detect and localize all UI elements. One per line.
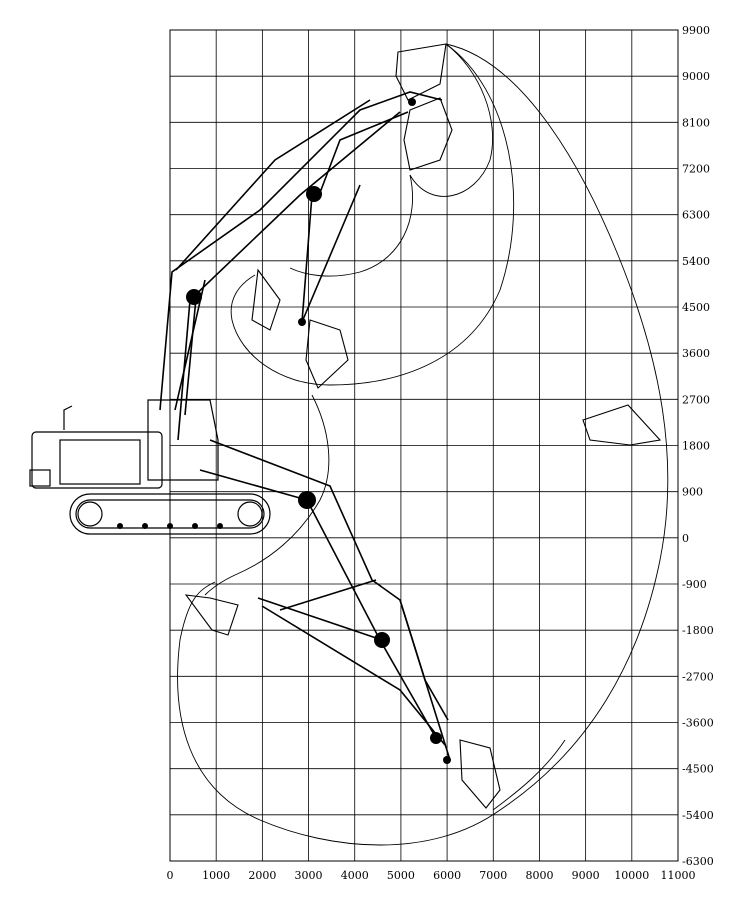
boom-raised-upper-rail <box>175 99 371 271</box>
y-tick-label: 4500 <box>682 301 710 314</box>
undercarriage <box>69 493 271 535</box>
y-tick-label: -5400 <box>682 809 714 822</box>
track-roller <box>167 523 173 529</box>
bucket-upper-position <box>403 97 453 171</box>
sprocket-wheel <box>237 501 263 527</box>
upper-bucket-arc <box>409 43 494 197</box>
x-tick-label: 7000 <box>479 869 507 882</box>
y-tick-label: -1800 <box>682 624 714 637</box>
idler-wheel <box>77 501 103 527</box>
reach-envelope <box>177 43 669 846</box>
bucket-far-reach <box>582 404 662 446</box>
track-roller <box>142 523 148 529</box>
bucket-top-position <box>395 43 447 101</box>
x-tick-label: 1000 <box>202 869 230 882</box>
arm-lowered <box>257 597 383 641</box>
x-tick-label: 4000 <box>341 869 369 882</box>
boom-lowered-top <box>209 439 451 761</box>
y-tick-label: 9900 <box>682 24 710 37</box>
excavator-body <box>29 399 271 535</box>
boom-pivot-pin <box>186 289 202 305</box>
x-tick-label: 11000 <box>661 869 696 882</box>
arm-raised <box>301 194 313 323</box>
boom-cylinder-upper <box>184 297 197 416</box>
cab-housing <box>31 431 163 489</box>
y-tick-label: 1800 <box>682 440 710 453</box>
mid-upper-arc <box>230 43 515 386</box>
boom-raised-bottom <box>177 111 401 441</box>
outer-envelope-curve <box>177 43 669 846</box>
boom-raised <box>159 91 443 441</box>
y-tick-label: -900 <box>682 578 707 591</box>
x-tick-label: 10000 <box>614 869 649 882</box>
bucket-ground-left <box>184 594 239 636</box>
arm-lowered-cylinder <box>279 579 377 611</box>
track-rollers <box>117 523 223 529</box>
arm-lowered-lower <box>261 605 446 746</box>
track-roller <box>117 523 123 529</box>
x-tick-label: 9000 <box>572 869 600 882</box>
engine-compartment <box>59 439 141 485</box>
x-tick-label: 5000 <box>387 869 415 882</box>
counterweight <box>29 469 51 487</box>
arm-raised-rear <box>317 111 409 199</box>
boom-lowered <box>199 439 451 761</box>
x-tick-label: 8000 <box>525 869 553 882</box>
arm-raised-link <box>301 184 361 323</box>
y-tick-label: 900 <box>682 486 703 499</box>
arm-lowered-rear <box>399 599 449 721</box>
y-tick-label: -4500 <box>682 763 714 776</box>
boom-pins <box>186 98 451 764</box>
y-tick-label: 6300 <box>682 209 710 222</box>
x-tick-label: 3000 <box>295 869 323 882</box>
bucket-deep-dig <box>459 739 501 809</box>
y-tick-label: 5400 <box>682 255 710 268</box>
bucket-link-pin <box>408 98 416 106</box>
exhaust-stack <box>63 405 73 430</box>
y-tick-label: -2700 <box>682 670 714 683</box>
cab <box>147 399 219 481</box>
arm-pivot-pin <box>306 186 322 202</box>
grid <box>169 29 679 862</box>
arm-end-pin <box>298 318 306 326</box>
x-tick-label: 0 <box>167 869 174 882</box>
y-tick-label: 3600 <box>682 347 710 360</box>
y-tick-label: -6300 <box>682 855 714 868</box>
lower-bucket-arc <box>492 739 566 811</box>
y-axis-ticks: 9900900081007200630054004500360027001800… <box>682 24 714 868</box>
raised-buckets <box>184 43 662 809</box>
y-tick-label: 9000 <box>682 70 710 83</box>
boom-lowered-bottom <box>199 469 437 739</box>
y-tick-label: 0 <box>682 532 689 545</box>
inner-upper-arc <box>289 174 413 277</box>
x-tick-label: 2000 <box>248 869 276 882</box>
bucket-mid-position <box>251 268 281 331</box>
y-tick-label: 7200 <box>682 163 710 176</box>
y-tick-label: 8100 <box>682 116 710 129</box>
track-roller <box>192 523 198 529</box>
x-tick-label: 6000 <box>433 869 461 882</box>
track-roller <box>217 523 223 529</box>
bucket-lower-position <box>305 319 349 389</box>
boom-raised-top <box>159 91 443 411</box>
x-axis-ticks: 0 1000 2000 3000 4000 5000 6000 7000 8000 9000 100… <box>167 869 696 882</box>
y-tick-label: 2700 <box>682 393 710 406</box>
y-tick-label: -3600 <box>682 717 714 730</box>
inner-lower-arc <box>204 394 330 596</box>
